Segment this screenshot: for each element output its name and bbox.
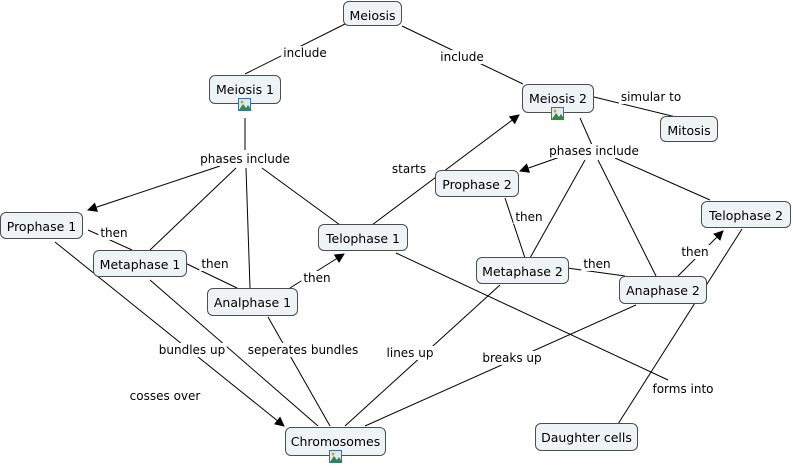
node-label: Telophase 1 xyxy=(326,231,400,246)
link-label-then: then xyxy=(98,226,130,240)
line-metaphase2-anaphase2 xyxy=(566,267,626,277)
line-prophase1-metaphase1 xyxy=(87,229,133,251)
node-label: Analphase 1 xyxy=(213,295,292,310)
line-phases2-metaphase2 xyxy=(529,159,586,259)
link-label-phases-include: phases include xyxy=(547,144,641,158)
link-label-include: include xyxy=(438,50,486,64)
node-label: Mitosis xyxy=(667,123,711,138)
link-label-seperates-bundles: seperates bundles xyxy=(245,343,361,357)
link-label-cosses-over: cosses over xyxy=(127,389,203,403)
node-telophase-2[interactable]: Telophase 2 xyxy=(701,201,791,228)
line-phases2-anaphase2 xyxy=(597,159,657,277)
node-label: Anaphase 2 xyxy=(626,283,700,298)
node-label: Meiosis xyxy=(349,8,396,23)
link-label-then: then xyxy=(301,271,333,285)
link-label-starts: starts xyxy=(389,162,429,176)
image-icon[interactable] xyxy=(328,450,342,463)
line-phases-telophase1 xyxy=(261,167,341,226)
link-label-phases-include: phases include xyxy=(198,152,292,166)
link-label-then: then xyxy=(581,257,613,271)
node-analphase-1[interactable]: Analphase 1 xyxy=(207,288,298,316)
node-label: Daughter cells xyxy=(541,430,632,445)
node-label: Telophase 2 xyxy=(709,208,783,223)
image-icon[interactable] xyxy=(238,98,251,111)
line-phases-prophase1 xyxy=(87,165,221,212)
line-analphase1-chromosomes xyxy=(267,316,331,427)
link-label-bundles-up: bundles up xyxy=(156,343,228,357)
line-prophase2-metaphase2 xyxy=(504,197,526,259)
node-meiosis-1[interactable]: Meiosis 1 xyxy=(209,75,281,111)
node-label: Chromosomes xyxy=(290,434,381,449)
image-icon[interactable] xyxy=(551,107,564,120)
link-label-then: then xyxy=(679,245,711,259)
link-label-include: include xyxy=(281,46,329,60)
node-prophase-1[interactable]: Prophase 1 xyxy=(0,212,83,239)
node-telophase-1[interactable]: Telophase 1 xyxy=(318,224,408,251)
node-mitosis[interactable]: Mitosis xyxy=(660,116,718,142)
line-telophase1-forms xyxy=(395,252,669,381)
link-label-forms-into: forms into xyxy=(650,382,716,396)
line-telophase2-daughter xyxy=(617,228,743,425)
node-daughter-cells[interactable]: Daughter cells xyxy=(535,423,638,451)
node-chromosomes[interactable]: Chromosomes xyxy=(285,427,386,463)
node-meiosis[interactable]: Meiosis xyxy=(343,1,402,26)
node-prophase-2[interactable]: Prophase 2 xyxy=(435,170,519,197)
link-label-then: then xyxy=(199,257,231,271)
node-metaphase-2[interactable]: Metaphase 2 xyxy=(476,257,569,284)
node-meiosis-2[interactable]: Meiosis 2 xyxy=(522,84,594,120)
node-label: Metaphase 2 xyxy=(482,264,563,279)
line-phases2-telophase2 xyxy=(614,157,711,201)
line-phases2-prophase2 xyxy=(519,156,561,173)
node-anaphase-2[interactable]: Anaphase 2 xyxy=(619,276,707,304)
line-metaphase1-analphase1 xyxy=(184,262,238,289)
node-metaphase-1[interactable]: Metaphase 1 xyxy=(93,250,187,277)
line-meiosis2-mitosis xyxy=(593,96,681,119)
link-label-lines-up: lines up xyxy=(384,346,436,360)
link-label-simular-to: simular to xyxy=(618,90,684,104)
line-phases-metaphase1 xyxy=(149,167,237,251)
node-label: Meiosis 1 xyxy=(215,82,275,97)
node-label: Meiosis 2 xyxy=(528,91,588,106)
line-phases-analphase1 xyxy=(245,167,251,289)
node-label: Prophase 2 xyxy=(442,177,512,192)
line-meiosis2-phases xyxy=(579,117,593,146)
link-label-breaks-up: breaks up xyxy=(480,351,544,365)
link-label-then: then xyxy=(513,210,545,224)
node-label: Prophase 1 xyxy=(6,219,77,234)
node-label: Metaphase 1 xyxy=(99,257,181,272)
line-anaphase2-chromosomes xyxy=(364,304,637,427)
line-metaphase1-chromosomes xyxy=(149,279,319,427)
